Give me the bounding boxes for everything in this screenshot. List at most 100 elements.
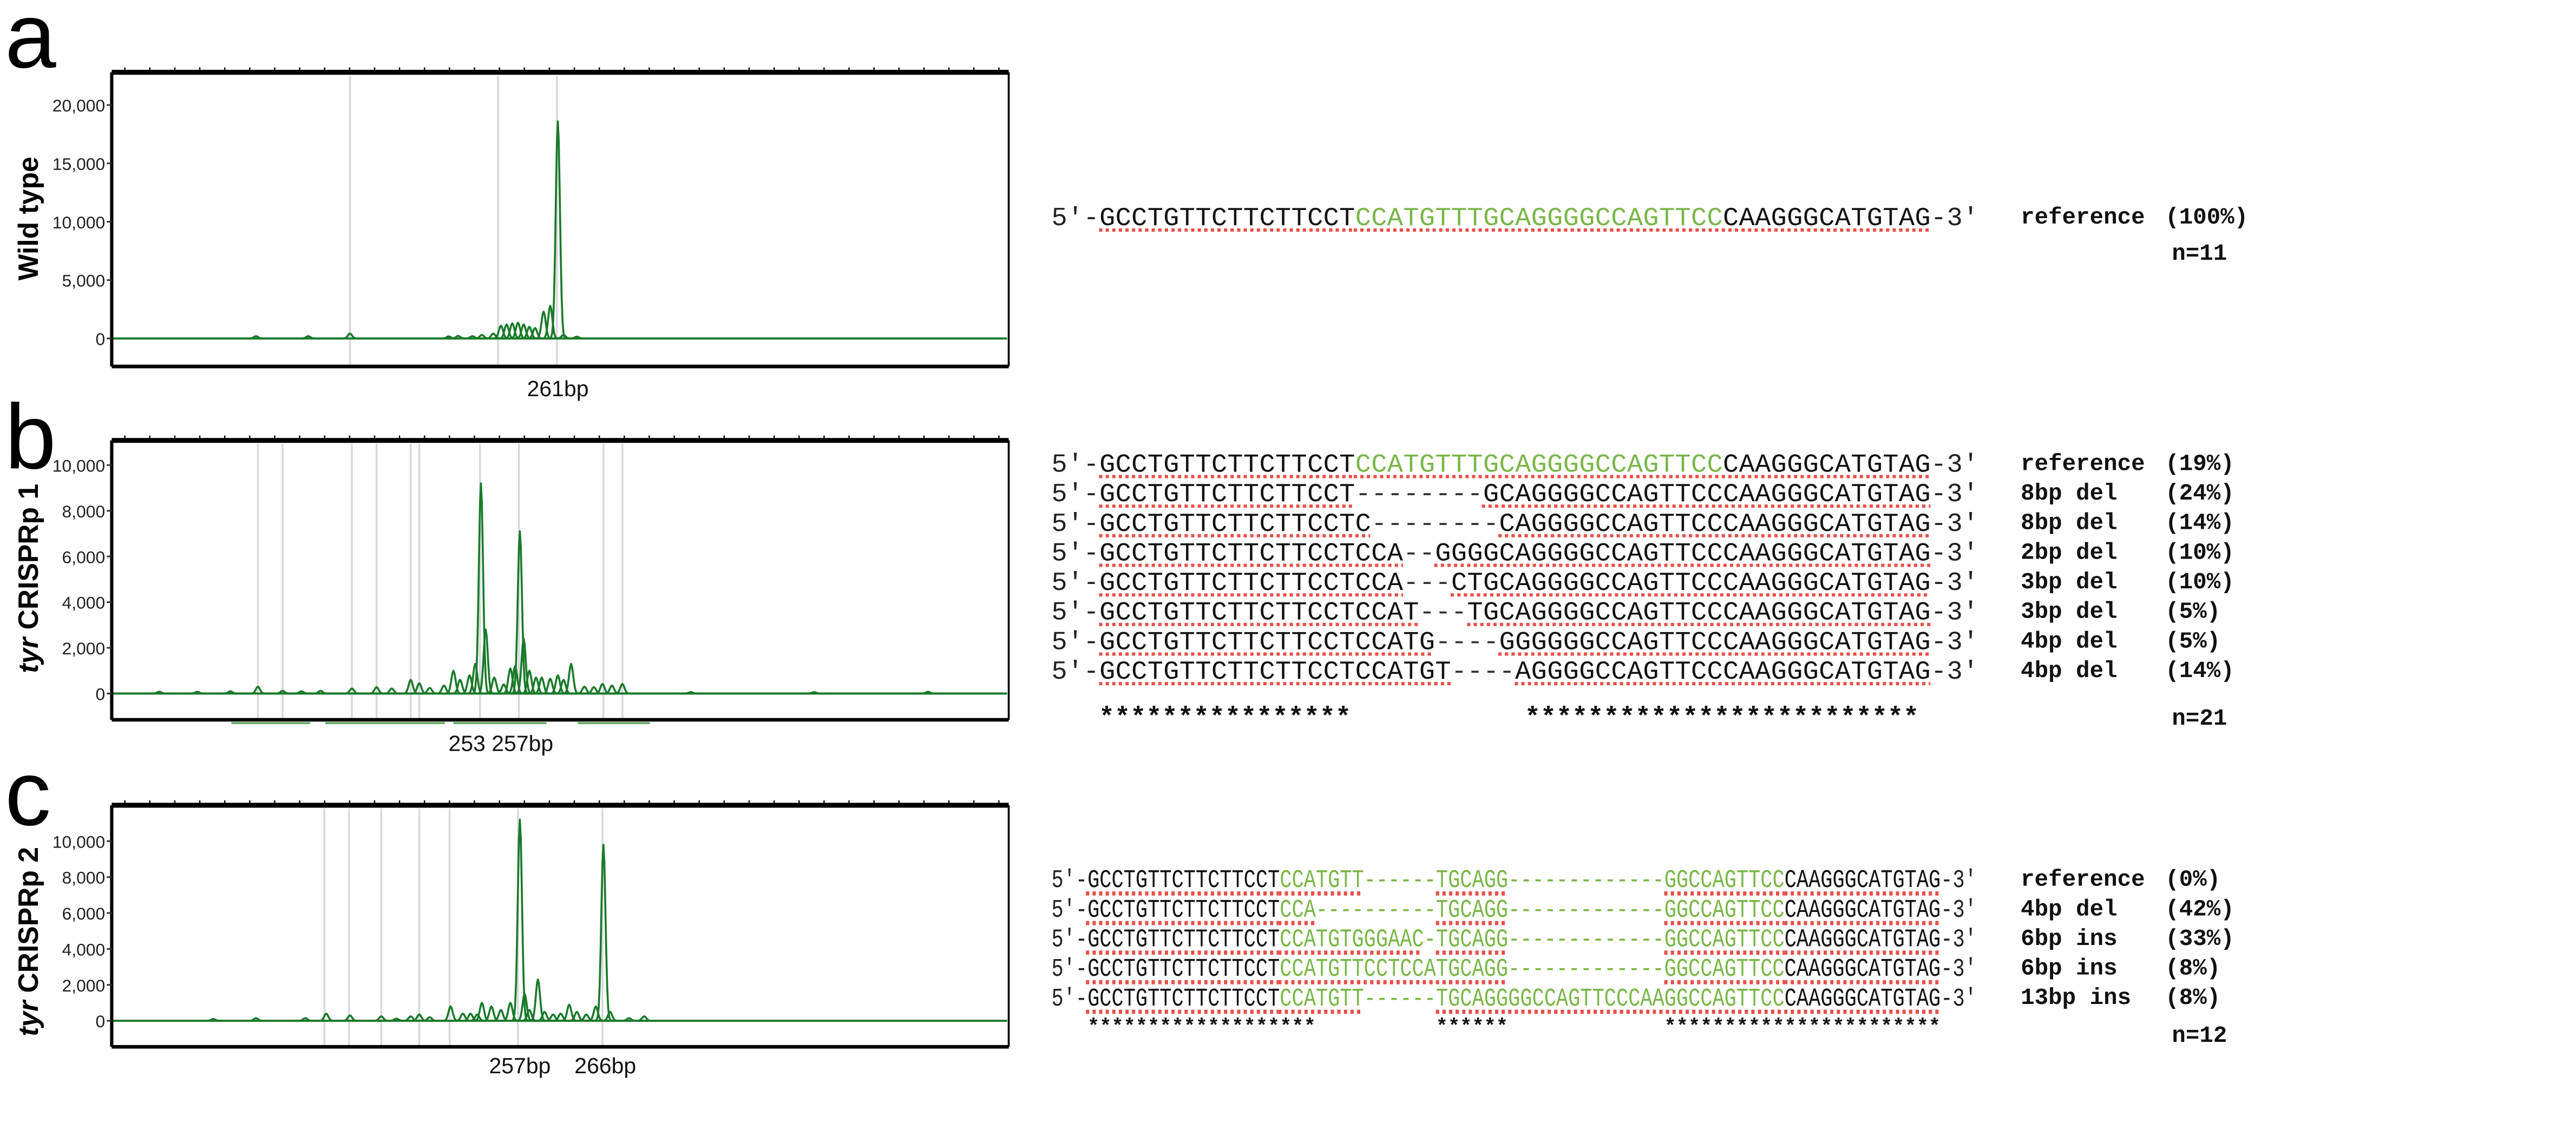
strand-end: -3′ (1931, 627, 1979, 658)
bases: GCCTGTTCTTCTTCCTC (1099, 509, 1372, 539)
bases: GCCTGTTCTTCTTCCT (1087, 895, 1280, 925)
trace-peak (552, 679, 575, 695)
trace-peak (244, 335, 268, 340)
peak-size-label: 261bp (527, 376, 589, 401)
grna-target-bases: TGCAGG (1436, 866, 1509, 896)
bases: GCCTGTTCTTCTTCCT (1087, 925, 1280, 955)
y-axis-title: tyr CRISPRp 1 (12, 484, 44, 673)
bases: GCCTGTTCTTCTTCCTCCATG (1099, 627, 1436, 658)
sequence: 5′-GCCTGTTCTTCTTCCTCCA---CTGCAGGGGCCAGTT… (1051, 569, 1978, 599)
y-tick-label: 0 (96, 1012, 106, 1031)
sequence: 5′-GCCTGTTCTTCTTCCTCCATGTTTGCAGGGGCCAGTT… (1051, 450, 1978, 480)
strand-end: 5′- (1051, 895, 1088, 925)
trace-peak (584, 1005, 607, 1022)
grna-target-bases: GGCCAGTTCC (1664, 925, 1785, 955)
panel-letter: b (5, 384, 56, 488)
sequence: 5′-GCCTGTTCTTCTTCCTCCATGT----AGGGGCCAGTT… (1051, 658, 1978, 687)
strand-end: -3′ (1931, 204, 1979, 234)
sequence: 5′-GCCTGTTCTTCTTCCTCCATGTTCCTCCATGCAGG--… (1051, 950, 1976, 988)
bases: GCCTGTTCTTCTTCCT (1099, 204, 1355, 234)
bases: GGGGGGCCAGTTCCCAAGGGCATGTAG (1499, 627, 1931, 658)
trace-peak (560, 662, 583, 695)
panel-letter: c (5, 741, 51, 845)
trace-peak (338, 1014, 362, 1022)
sequence: 5′-GCCTGTTCTTCTTCCTCCATGTT------TGCAGG--… (1051, 862, 1976, 900)
trace-peak (916, 691, 940, 695)
trace-peak (340, 687, 364, 695)
allele-frequency: (5%) (2165, 629, 2221, 656)
sequence: 5′-GCCTGTTCTTCTTCCT--------GCAGGGGCCAGTT… (1051, 480, 1978, 510)
bases: GCCTGTTCTTCTTCCTCCAT (1099, 598, 1419, 628)
sequence: 5′-GCCTGTTCTTCTTCCTCCAT---TGCAGGGGCCAGTT… (1051, 598, 1978, 628)
sequence: 5′-GCCTGTTCTTCTTCCTCCATG----GGGGGGCCAGTT… (1051, 628, 1978, 658)
y-tick-label: 8,000 (62, 502, 106, 521)
strand-end: 5′- (1051, 450, 1100, 480)
bases: CAAGGGCATGTAG (1784, 984, 1941, 1014)
y-tick-label: 0 (96, 685, 106, 704)
bases: CAAGGGCATGTAG (1784, 925, 1941, 955)
allele-label: 2bp del (2021, 540, 2118, 567)
bases: CAAGGGCATGTAG (1784, 866, 1941, 896)
strand-end: -3′ (1931, 657, 1979, 687)
bases: GCCTGTTCTTCTTCCTCCATGT (1099, 657, 1451, 687)
allele-frequency: (8%) (2165, 986, 2221, 1013)
trace-peak (246, 685, 270, 695)
y-axis-title-text: CRISPRp 1 (12, 484, 44, 638)
y-tick-label: 10,000 (53, 213, 105, 232)
bases: CAGGGGCCAGTTCCCAAGGGCATGTAG (1499, 509, 1931, 539)
allele-frequency: (10%) (2165, 570, 2234, 597)
trace-peak (461, 335, 484, 340)
strand-end: 5′- (1051, 568, 1100, 599)
allele-label: 8bp del (2021, 511, 2118, 537)
conservation-stars: ******************* ****** *************… (1051, 1015, 1941, 1039)
allele-label: reference (2021, 205, 2145, 232)
allele-label: 6bp ins (2021, 927, 2118, 954)
deletion-gap: ---------- (1315, 895, 1436, 925)
y-tick-label: 20,000 (53, 96, 105, 115)
trace-peak (633, 1015, 656, 1022)
y-tick-label: 4,000 (62, 940, 106, 959)
allele-frequency: (0%) (2165, 868, 2221, 894)
strand-end: -3′ (1941, 866, 1977, 896)
grna-target-bases: GGCCAGTTCC (1664, 955, 1785, 984)
trace-peak (591, 682, 614, 695)
strand-end: 5′- (1051, 955, 1088, 984)
grna-target-bases: GGCCAGTTCC (1664, 866, 1785, 896)
strand-end: 5′- (1051, 627, 1100, 658)
trace-peak (309, 690, 332, 695)
y-tick-label: 6,000 (62, 547, 106, 567)
allele-label: 3bp del (2021, 600, 2118, 626)
allele-label: 4bp del (2021, 629, 2118, 656)
bases: CAAGGGCATGTAG (1723, 450, 1931, 480)
allele-label: 6bp ins (2021, 956, 2118, 983)
bases: CTGCAGGGGCCAGTTCCCAAGGGCATGTAG (1451, 568, 1931, 599)
y-tick-label: 8,000 (62, 868, 106, 888)
trace-peak (294, 1017, 317, 1022)
strand-end: -3′ (1941, 955, 1977, 984)
grna-target-bases: TGCAGG (1436, 895, 1509, 925)
allele-frequency: (14%) (2165, 511, 2234, 537)
allele-label: reference (2021, 868, 2145, 894)
sequence: 5′-GCCTGTTCTTCTTCCTCCA--GGGGCAGGGGCCAGTT… (1051, 539, 1978, 569)
deletion-gap: ---- (1435, 627, 1499, 658)
deletion-gap: -------- (1371, 509, 1499, 539)
allele-label: 4bp del (2021, 897, 2118, 924)
deletion-gap: ------------- (1508, 895, 1664, 925)
y-tick-label: 10,000 (53, 456, 105, 475)
allele-frequency: (19%) (2165, 452, 2234, 478)
trace-peak (592, 844, 615, 1022)
peak-size-label: 257bp (489, 1053, 550, 1078)
trace-peak (244, 1017, 268, 1022)
bases: CAAGGGCATGTAG (1784, 955, 1941, 984)
allele-label: 8bp del (2021, 481, 2118, 508)
bases: GCCTGTTCTTCTTCCT (1087, 866, 1280, 896)
strand-end: -3′ (1931, 568, 1979, 599)
bases: GGGGCAGGGGCCAGTTCCCAAGGGCATGTAG (1435, 539, 1931, 569)
allele-label: reference (2021, 452, 2145, 478)
strand-end: -3′ (1931, 509, 1979, 539)
trace-peak (314, 1012, 338, 1022)
grna-target-bases: CCATGTT (1280, 866, 1364, 896)
allele-frequency: (5%) (2165, 600, 2221, 626)
